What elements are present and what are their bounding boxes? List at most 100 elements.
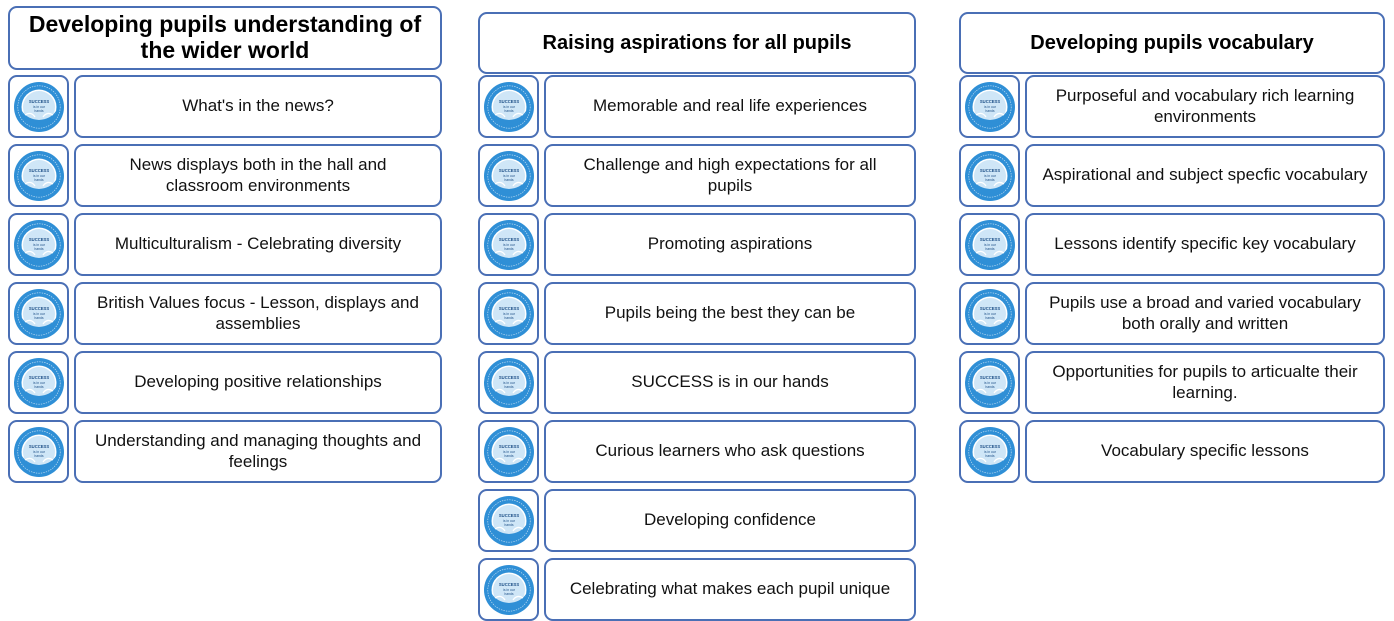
list-item: SUCCESS is in our hands Challenge and hi… (478, 144, 916, 207)
svg-text:SUCCESS: SUCCESS (498, 444, 518, 449)
school-badge-icon: SUCCESS is in our hands (478, 420, 539, 483)
school-badge-icon: SUCCESS is in our hands (8, 144, 69, 207)
school-badge-icon: SUCCESS is in our hands (478, 213, 539, 276)
item-label: Multiculturalism - Celebrating diversity (74, 213, 442, 276)
list-item: SUCCESS is in our hands News displays bo… (8, 144, 442, 207)
school-badge-icon: SUCCESS is in our hands (959, 213, 1020, 276)
item-label: Memorable and real life experiences (544, 75, 916, 138)
school-badge-icon: SUCCESS is in our hands (478, 489, 539, 552)
svg-text:hands: hands (34, 178, 44, 182)
list-item: SUCCESS is in our hands Multiculturalism… (8, 213, 442, 276)
svg-text:hands: hands (34, 385, 44, 389)
svg-text:hands: hands (34, 247, 44, 251)
svg-text:is in our: is in our (33, 450, 46, 454)
svg-text:is in our: is in our (503, 588, 516, 592)
list-item: SUCCESS is in our hands SUCCESS is in ou… (478, 351, 916, 414)
svg-text:SUCCESS: SUCCESS (498, 513, 518, 518)
svg-text:SUCCESS: SUCCESS (979, 237, 999, 242)
item-label: Curious learners who ask questions (544, 420, 916, 483)
svg-text:SUCCESS: SUCCESS (498, 237, 518, 242)
item-label: Vocabulary specific lessons (1025, 420, 1385, 483)
item-label: Promoting aspirations (544, 213, 916, 276)
svg-text:hands: hands (985, 109, 995, 113)
svg-text:SUCCESS: SUCCESS (498, 306, 518, 311)
svg-text:is in our: is in our (503, 243, 516, 247)
svg-text:SUCCESS: SUCCESS (979, 168, 999, 173)
list-item: SUCCESS is in our hands Curious learners… (478, 420, 916, 483)
column-title: Developing pupils understanding of the w… (8, 6, 442, 70)
svg-text:SUCCESS: SUCCESS (28, 99, 48, 104)
svg-text:SUCCESS: SUCCESS (28, 306, 48, 311)
item-label: Opportunities for pupils to articualte t… (1025, 351, 1385, 414)
list-item: SUCCESS is in our hands Developing confi… (478, 489, 916, 552)
list-item: SUCCESS is in our hands Pupils being the… (478, 282, 916, 345)
school-badge-icon: SUCCESS is in our hands (8, 420, 69, 483)
list-item: SUCCESS is in our hands Purposeful and v… (959, 75, 1385, 138)
svg-text:SUCCESS: SUCCESS (979, 99, 999, 104)
svg-text:SUCCESS: SUCCESS (28, 375, 48, 380)
svg-text:hands: hands (985, 385, 995, 389)
svg-text:is in our: is in our (33, 381, 46, 385)
column-title: Raising aspirations for all pupils (478, 12, 916, 74)
list-item: SUCCESS is in our hands Pupils use a bro… (959, 282, 1385, 345)
list-item: SUCCESS is in our hands Opportunities fo… (959, 351, 1385, 414)
item-label: Celebrating what makes each pupil unique (544, 558, 916, 621)
item-label: Purposeful and vocabulary rich learning … (1025, 75, 1385, 138)
list-item: SUCCESS is in our hands What's in the ne… (8, 75, 442, 138)
svg-text:SUCCESS: SUCCESS (979, 375, 999, 380)
svg-text:is in our: is in our (33, 312, 46, 316)
svg-text:is in our: is in our (503, 381, 516, 385)
svg-text:is in our: is in our (503, 450, 516, 454)
school-badge-icon: SUCCESS is in our hands (8, 282, 69, 345)
item-label: Lessons identify specific key vocabulary (1025, 213, 1385, 276)
item-label: British Values focus - Lesson, displays … (74, 282, 442, 345)
svg-text:hands: hands (985, 454, 995, 458)
school-badge-icon: SUCCESS is in our hands (959, 75, 1020, 138)
svg-text:hands: hands (985, 247, 995, 251)
svg-text:SUCCESS: SUCCESS (498, 582, 518, 587)
svg-text:hands: hands (504, 247, 514, 251)
svg-text:hands: hands (504, 592, 514, 596)
svg-text:is in our: is in our (33, 174, 46, 178)
svg-text:is in our: is in our (984, 105, 997, 109)
svg-text:is in our: is in our (33, 105, 46, 109)
school-badge-icon: SUCCESS is in our hands (478, 144, 539, 207)
svg-text:SUCCESS: SUCCESS (498, 99, 518, 104)
list-item: SUCCESS is in our hands Memorable and re… (478, 75, 916, 138)
svg-text:hands: hands (985, 316, 995, 320)
school-badge-icon: SUCCESS is in our hands (959, 351, 1020, 414)
school-badge-icon: SUCCESS is in our hands (478, 75, 539, 138)
school-badge-icon: SUCCESS is in our hands (478, 558, 539, 621)
svg-text:SUCCESS: SUCCESS (28, 168, 48, 173)
item-label: Pupils being the best they can be (544, 282, 916, 345)
svg-text:is in our: is in our (984, 450, 997, 454)
svg-text:hands: hands (504, 523, 514, 527)
item-label: SUCCESS is in our hands (544, 351, 916, 414)
svg-text:is in our: is in our (33, 243, 46, 247)
svg-text:is in our: is in our (503, 174, 516, 178)
svg-text:SUCCESS: SUCCESS (498, 168, 518, 173)
svg-text:hands: hands (504, 316, 514, 320)
svg-text:hands: hands (34, 454, 44, 458)
column-title: Developing pupils vocabulary (959, 12, 1385, 74)
svg-text:is in our: is in our (984, 312, 997, 316)
list-item: SUCCESS is in our hands Aspirational and… (959, 144, 1385, 207)
svg-text:hands: hands (504, 109, 514, 113)
svg-text:hands: hands (34, 109, 44, 113)
item-label: Pupils use a broad and varied vocabulary… (1025, 282, 1385, 345)
school-badge-icon: SUCCESS is in our hands (478, 351, 539, 414)
item-label: News displays both in the hall and class… (74, 144, 442, 207)
list-item: SUCCESS is in our hands Understanding an… (8, 420, 442, 483)
svg-text:hands: hands (985, 178, 995, 182)
school-badge-icon: SUCCESS is in our hands (478, 282, 539, 345)
svg-text:is in our: is in our (503, 312, 516, 316)
svg-text:hands: hands (34, 316, 44, 320)
svg-text:SUCCESS: SUCCESS (28, 237, 48, 242)
item-label: Understanding and managing thoughts and … (74, 420, 442, 483)
svg-text:hands: hands (504, 454, 514, 458)
list-item: SUCCESS is in our hands Lessons identify… (959, 213, 1385, 276)
item-label: What's in the news? (74, 75, 442, 138)
school-badge-icon: SUCCESS is in our hands (8, 351, 69, 414)
svg-text:hands: hands (504, 178, 514, 182)
item-label: Challenge and high expectations for all … (544, 144, 916, 207)
